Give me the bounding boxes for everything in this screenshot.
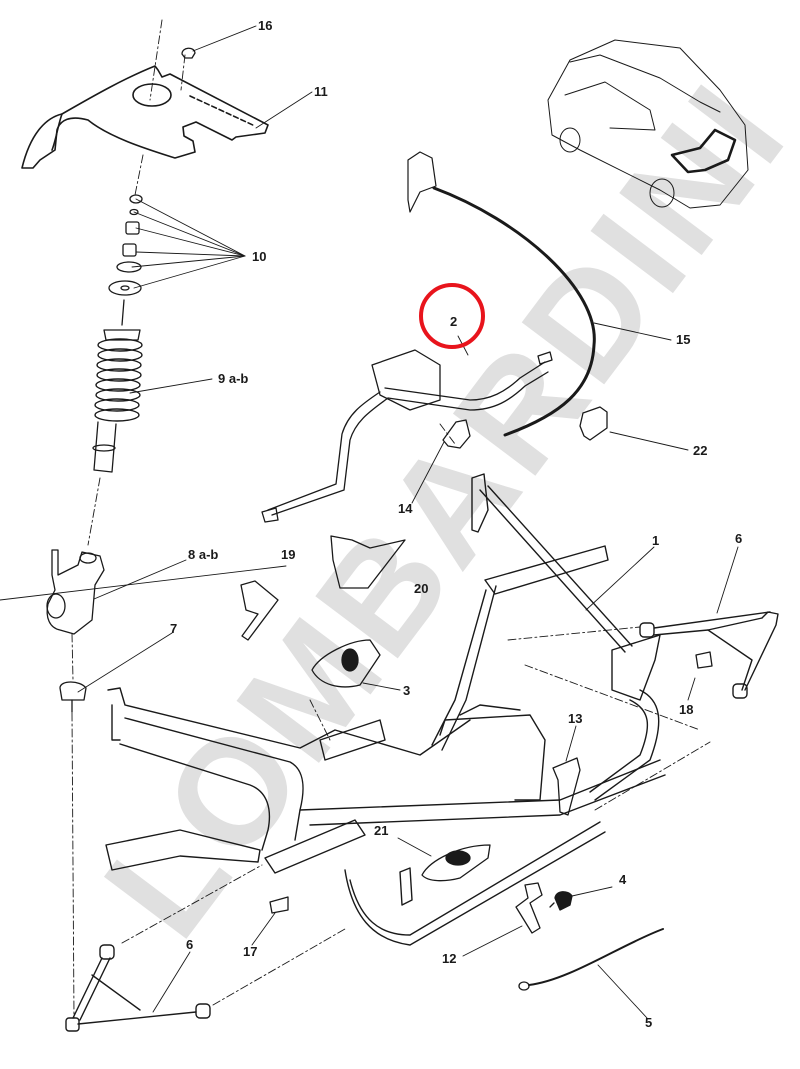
assembly-axis-lines [71,19,711,1019]
shock-absorber-spring-part [92,299,143,473]
steering-knuckle-part [46,549,105,635]
callout-6-left[interactable]: 6 [186,937,194,952]
clip-part [181,47,196,59]
bracket-13-part [552,757,581,816]
leader-lines [0,25,739,1019]
subframe-part [105,473,666,946]
latch-part [579,406,608,441]
callout-4[interactable]: 4 [619,872,627,887]
cover-panel-part [21,65,269,169]
callout-5[interactable]: 5 [645,1015,653,1030]
callout-13[interactable]: 13 [568,711,583,726]
callout-15[interactable]: 15 [676,332,691,347]
callout-7[interactable]: 7 [170,621,178,636]
small-bracket-18-part [695,651,713,669]
callout-9-a-b[interactable]: 9 a-b [218,371,249,386]
callout-8-a-b[interactable]: 8 a-b [188,547,219,562]
control-arm-left-part [65,944,211,1032]
callout-3[interactable]: 3 [403,683,411,698]
callout-18[interactable]: 18 [679,702,694,717]
callout-14[interactable]: 14 [398,501,413,516]
callout-12[interactable]: 12 [442,951,457,966]
callout-22[interactable]: 22 [693,443,708,458]
bracket-20-part [330,535,406,589]
highlight-circle [419,283,485,349]
callout-2[interactable]: 2 [450,314,458,329]
callout-21[interactable]: 21 [374,823,389,838]
callout-10[interactable]: 10 [252,249,267,264]
ground-cable-part [518,928,664,991]
callout-11[interactable]: 11 [314,84,328,99]
rubber-bumper-part [549,891,573,911]
callout-19[interactable]: 19 [281,547,296,562]
callout-16[interactable]: 16 [258,18,273,33]
z-bracket-part [515,882,543,934]
engine-mount-21-part [421,844,491,882]
crossbar-part [261,349,553,523]
callout-17[interactable]: 17 [243,944,258,959]
control-arm-right-part [639,611,779,699]
engine-mount-3-part [311,639,381,688]
vehicle-location-thumbnail [547,39,749,209]
bracket-14-part [442,419,471,449]
callout-20[interactable]: 20 [414,581,429,596]
cable-part [407,151,596,437]
lower-ball-joint-part [59,681,87,713]
strut-mount-kit-part [108,194,143,296]
small-bracket-17-part [269,896,289,914]
callout-6-right[interactable]: 6 [735,531,743,546]
callout-1[interactable]: 1 [652,533,660,548]
bracket-19-part [240,580,279,641]
